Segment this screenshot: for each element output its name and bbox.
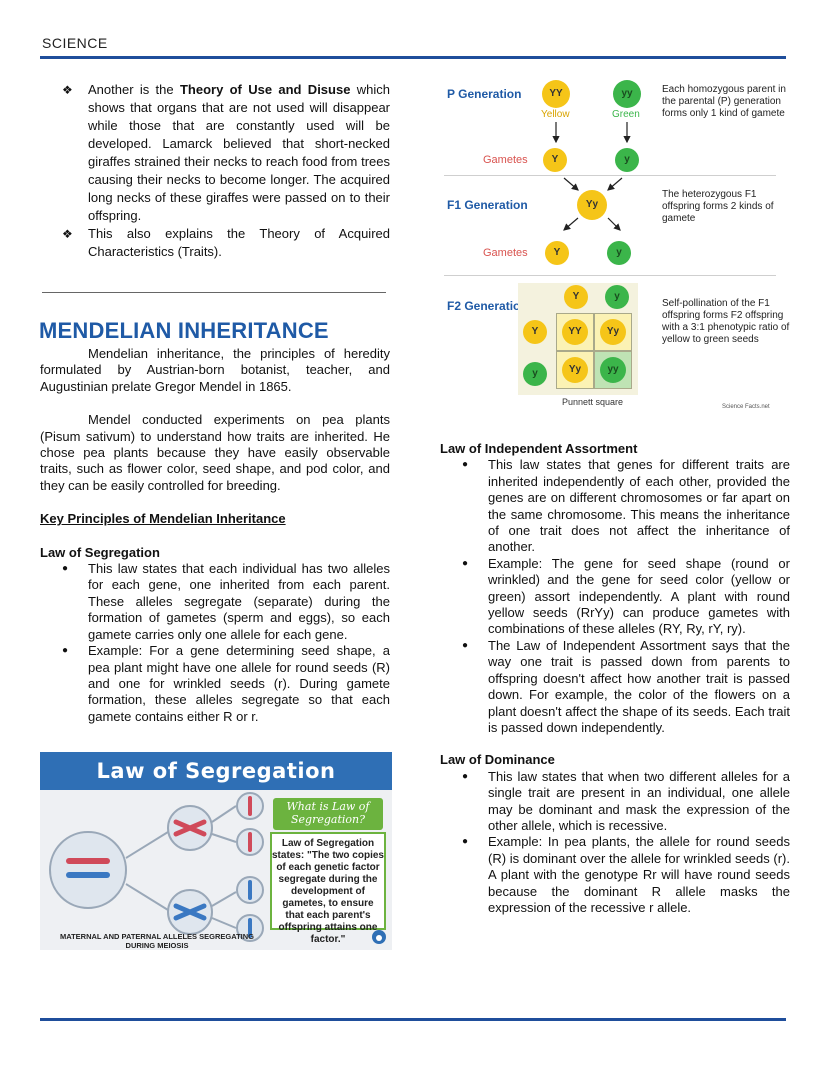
bullet-bold-term: Theory of Use and Disuse bbox=[179, 82, 351, 97]
credit-logo: Science Facts.net bbox=[722, 404, 770, 410]
law-segregation-list: This law states that each individual has… bbox=[40, 561, 390, 725]
yellow-label: Yellow bbox=[541, 109, 570, 120]
law-dominance-list: This law states that when two different … bbox=[440, 769, 790, 917]
allele-Y-icon: Y bbox=[523, 320, 547, 344]
list-item: This law states that each individual has… bbox=[40, 561, 390, 643]
infographic-question: What is Law of Segregation? bbox=[273, 798, 383, 830]
allele-y-icon: y bbox=[605, 285, 629, 309]
list-item: Example: The gene for seed shape (round … bbox=[440, 556, 790, 638]
f1-generation-label: F1 Generation bbox=[447, 198, 528, 212]
law-independent-heading: Law of Independent Assortment bbox=[440, 441, 638, 456]
allele-y-icon: y bbox=[607, 241, 631, 265]
punnett-square-label: Punnett square bbox=[562, 397, 624, 407]
bullet-text: Another is the bbox=[88, 82, 180, 97]
p-generation-label: P Generation bbox=[447, 87, 522, 101]
paragraph-intro: Mendelian inheritance, the principles of… bbox=[40, 346, 390, 394]
allele-YY-icon: YY bbox=[562, 319, 588, 345]
allele-Y-icon: Y bbox=[564, 285, 588, 309]
header-rule bbox=[40, 56, 786, 59]
generation-separator bbox=[444, 175, 776, 176]
parent-cell-icon bbox=[49, 831, 127, 909]
infographic-caption: MATERNAL AND PATERNAL ALLELES SEGREGATIN… bbox=[59, 932, 255, 950]
law-dominance-heading: Law of Dominance bbox=[440, 752, 555, 768]
bullet-text: which shows that organs that are not use… bbox=[88, 82, 390, 223]
allele-yy-icon: yy bbox=[613, 80, 641, 108]
section-divider bbox=[42, 292, 386, 293]
allele-Yy-icon: Yy bbox=[577, 190, 607, 220]
list-item: Example: For a gene determining seed sha… bbox=[40, 643, 390, 725]
meiosis-illustration bbox=[49, 792, 264, 942]
right-column-body: Law of Independent Assortment This law s… bbox=[440, 441, 790, 916]
paternal-chromosome-icon bbox=[66, 872, 110, 878]
inheritance-arrows bbox=[552, 122, 631, 231]
list-item: This law states that genes for different… bbox=[440, 457, 790, 555]
law-independent-list: This law states that genes for different… bbox=[440, 457, 790, 736]
maternal-chromosome-icon bbox=[66, 858, 110, 864]
intro-bullet-use-disuse: Another is the Theory of Use and Disuse … bbox=[60, 81, 390, 225]
infographic-definition-card: Law of Segregation states: "The two copi… bbox=[270, 832, 386, 945]
section-title: MENDELIAN INHERITANCE bbox=[39, 318, 329, 343]
publisher-logo-icon bbox=[372, 930, 386, 944]
allele-y-icon: y bbox=[615, 148, 639, 172]
paragraph-experiments: Mendel conducted experiments on pea plan… bbox=[40, 412, 390, 493]
intro-bullet-acquired: This also explains the Theory of Acquire… bbox=[60, 225, 390, 261]
key-principles-heading: Key Principles of Mendelian Inheritance bbox=[40, 511, 286, 527]
allele-Y-icon: Y bbox=[545, 241, 569, 265]
law-segregation-heading: Law of Segregation bbox=[40, 544, 160, 560]
gametes-label: Gametes bbox=[483, 154, 528, 166]
f2-generation-label: F2 Generation bbox=[447, 299, 528, 313]
allele-Yy-icon: Yy bbox=[562, 357, 588, 383]
left-column-body: Mendelian inheritance, the principles of… bbox=[40, 346, 390, 725]
list-item: This law states that when two different … bbox=[440, 769, 790, 835]
f2-generation-description: Self-pollination of the F1 offspring for… bbox=[662, 298, 790, 345]
allele-y-icon: y bbox=[523, 362, 547, 386]
law-of-segregation-infographic: Law of Segregation What is Law of Segreg… bbox=[40, 752, 392, 950]
infographic-banner: Law of Segregation bbox=[40, 752, 392, 790]
list-item: The Law of Independent Assortment says t… bbox=[440, 638, 790, 736]
gametes-label: Gametes bbox=[483, 247, 528, 259]
intro-bullet-list: Another is the Theory of Use and Disuse … bbox=[60, 81, 390, 261]
list-item: Example: In pea plants, the allele for r… bbox=[440, 834, 790, 916]
allele-Yy-icon: Yy bbox=[600, 319, 626, 345]
f1-generation-description: The heterozygous F1 offspring forms 2 ki… bbox=[662, 189, 774, 224]
allele-yy-icon: yy bbox=[600, 357, 626, 383]
footer-rule bbox=[40, 1018, 786, 1021]
generation-separator bbox=[444, 275, 776, 276]
allele-YY-icon: YY bbox=[542, 80, 570, 108]
header-label: SCIENCE bbox=[42, 35, 108, 51]
allele-Y-icon: Y bbox=[543, 148, 567, 172]
green-label: Green bbox=[612, 109, 640, 120]
p-generation-description: Each homozygous parent in the parental (… bbox=[662, 84, 786, 119]
